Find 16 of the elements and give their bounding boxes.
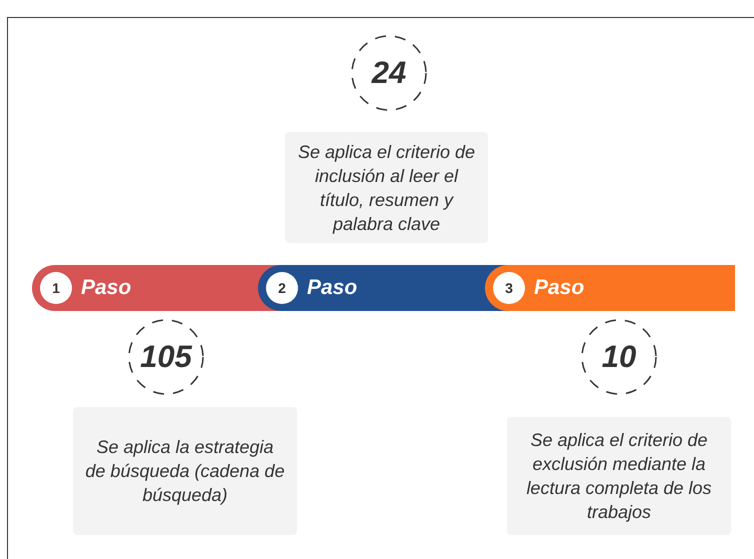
step-label: Paso <box>534 275 584 302</box>
count-number: 10 <box>602 338 636 376</box>
description: Se aplica la estrategia de búsqueda (cadena de búsqueda) <box>85 436 285 507</box>
dashed-circle <box>581 319 657 395</box>
step-number: 2 <box>266 272 298 304</box>
step-band <box>485 265 735 311</box>
step-label: Paso <box>307 275 358 302</box>
step-number: 3 <box>493 272 525 304</box>
dashed-circle <box>128 319 204 395</box>
count-number: 24 <box>372 54 406 92</box>
step-number: 1 <box>40 272 72 304</box>
description: Se aplica el criterio de inclusión al leer el título, resumen y palabra clave <box>297 140 476 236</box>
dashed-circle <box>351 35 427 111</box>
step-label: Paso <box>81 275 132 302</box>
count-number: 105 <box>140 338 192 376</box>
description: Se aplica el criterio de exclusión mediante la lectura completa de los trabajos <box>525 429 713 524</box>
